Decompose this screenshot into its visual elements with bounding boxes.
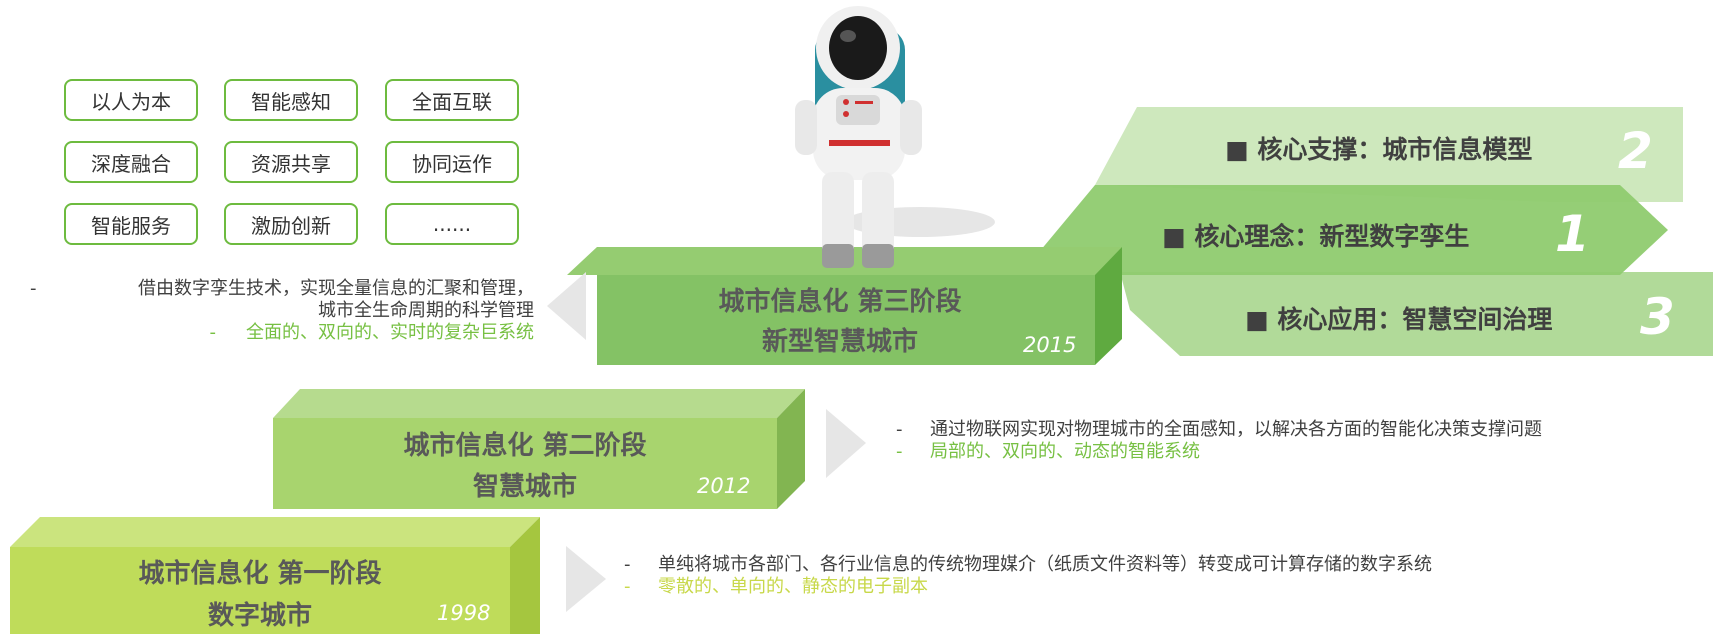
stage2-subtitle: 智慧城市 — [472, 472, 577, 502]
stage3-block-side — [1095, 247, 1122, 365]
core-application-label: ■ 核心应用：智慧空间治理 — [1245, 305, 1553, 334]
tag-item: 激励创新 — [224, 203, 358, 245]
stage2-desc-line2: -局部的、双向的、动态的智能系统 — [896, 441, 1200, 462]
stage3-year: 2015 — [1023, 333, 1077, 357]
bullet-dash: - — [624, 576, 631, 597]
tag-item: 智能感知 — [224, 79, 358, 121]
core-panel-concept — [1020, 185, 1668, 275]
bullet-dash: - — [896, 441, 903, 462]
stage2-year: 2012 — [697, 474, 751, 498]
stage1-block-side — [510, 517, 540, 634]
bullet-dash: - — [896, 419, 903, 440]
bullet-dash: - — [30, 278, 37, 299]
bullet-dash: - — [209, 322, 217, 343]
core-application-number: 3 — [1640, 288, 1675, 346]
arrow-right-icon — [826, 409, 866, 478]
core-panel-application — [1120, 272, 1713, 356]
stage1-year: 1998 — [437, 601, 491, 625]
core-concept-label: ■ 核心理念：新型数字孪生 — [1162, 222, 1470, 251]
stage3-block-front — [597, 275, 1095, 365]
tag-item: 协同运作 — [385, 141, 519, 183]
stage3-desc: -借由数字孪生技术，实现全量信息的汇聚和管理， 城市全生命周期的科学管理 -全面… — [0, 278, 534, 344]
tag-item: ...... — [385, 203, 519, 245]
tag-item: 资源共享 — [224, 141, 358, 183]
stage1-subtitle: 数字城市 — [207, 601, 312, 631]
stage2-block-side — [777, 389, 805, 509]
tag-item: 智能服务 — [64, 203, 198, 245]
astronaut-illustration — [795, 6, 995, 268]
stage1-title: 城市信息化 第一阶段 — [138, 559, 382, 589]
stage2-block-top — [273, 389, 805, 418]
stage1-desc: -单纯将城市各部门、各行业信息的传统物理媒介（纸质文件资料等）转变成可计算存储的… — [624, 554, 1432, 598]
core-panel-support — [1095, 107, 1683, 202]
stage2-desc: -通过物联网实现对物理城市的全面感知，以解决各方面的智能化决策支撑问题 -局部的… — [896, 419, 1542, 463]
stage3-desc-line1: -借由数字孪生技术，实现全量信息的汇聚和管理， — [30, 278, 534, 299]
stage3-desc-line3: -全面的、双向的、实时的复杂巨系统 — [209, 322, 535, 343]
tag-item: 全面互联 — [385, 79, 519, 121]
tag-item: 以人为本 — [64, 79, 198, 121]
arrow-right-icon — [566, 546, 606, 612]
arrow-left-icon — [547, 272, 586, 340]
core-support-label: ■ 核心支撑：城市信息模型 — [1225, 135, 1533, 164]
stage1-block-front — [10, 547, 510, 634]
tag-item: 深度融合 — [64, 141, 198, 183]
core-support-number: 2 — [1618, 122, 1653, 180]
stage2-block-front — [273, 418, 777, 509]
stage3-subtitle: 新型智慧城市 — [761, 327, 918, 357]
stage2-title: 城市信息化 第二阶段 — [403, 431, 647, 461]
core-concept-number: 1 — [1555, 205, 1590, 263]
stage1-desc-line2: -零散的、单向的、静态的电子副本 — [624, 576, 928, 597]
stage1-block-top — [10, 517, 540, 547]
bullet-dash: - — [624, 554, 631, 575]
stage1-desc-line1: -单纯将城市各部门、各行业信息的传统物理媒介（纸质文件资料等）转变成可计算存储的… — [624, 554, 1432, 575]
stage2-desc-line1: -通过物联网实现对物理城市的全面感知，以解决各方面的智能化决策支撑问题 — [896, 419, 1542, 440]
stage3-title: 城市信息化 第三阶段 — [718, 287, 962, 317]
stage3-desc-line2: 城市全生命周期的科学管理 — [318, 300, 534, 321]
